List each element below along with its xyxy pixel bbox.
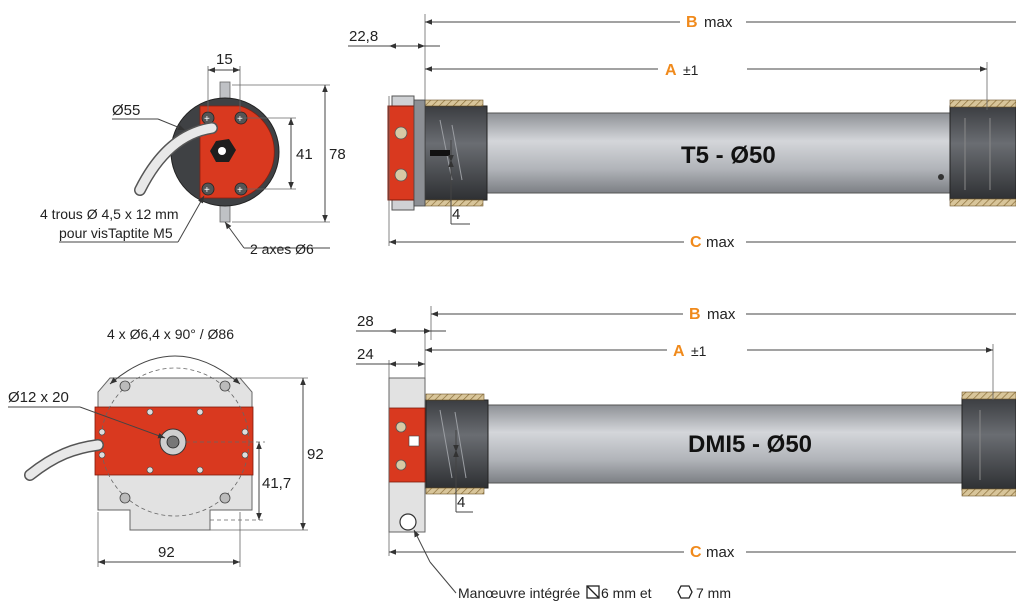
bottom-a-letter: A bbox=[673, 343, 685, 360]
dim-78: 78 bbox=[329, 146, 346, 163]
dim-diameter-55: Ø55 bbox=[112, 102, 140, 119]
top-motor-tube bbox=[461, 112, 955, 194]
svg-text:+: + bbox=[237, 185, 243, 196]
top-c-suffix: max bbox=[706, 234, 735, 251]
svg-text:+: + bbox=[237, 114, 243, 125]
top-motor-end-cap bbox=[949, 105, 1016, 201]
top-motor-title: T5 - Ø50 bbox=[681, 142, 776, 169]
bottom-c-letter: C bbox=[690, 544, 702, 561]
bottom-end-view: 4 x Ø6,4 x 90° / Ø86 Ø12 x 20 92 41,7 92 bbox=[8, 326, 324, 567]
svg-text:+: + bbox=[204, 114, 210, 125]
bottom-a-suffix: ±1 bbox=[691, 343, 707, 359]
svg-text:+: + bbox=[204, 185, 210, 196]
top-motor: T5 - Ø50 22,8 B max A ±1 C max 4 bbox=[348, 14, 1016, 251]
holes-label-line1: 4 trous Ø 4,5 x 12 mm bbox=[40, 206, 179, 222]
bottom-motor-head bbox=[425, 399, 489, 489]
top-c-letter: C bbox=[690, 234, 702, 251]
bottom-c-suffix: max bbox=[706, 544, 735, 561]
dim-41: 41 bbox=[296, 146, 313, 163]
manoeuvre-label-part3: 7 mm bbox=[696, 585, 731, 601]
bottom-b-letter: B bbox=[689, 306, 701, 323]
top-a-letter: A bbox=[665, 62, 677, 79]
square-crossed-icon bbox=[586, 585, 600, 599]
holes-label-line2: pour visTaptite M5 bbox=[59, 225, 173, 241]
dim-92-vertical: 92 bbox=[307, 446, 324, 463]
holes-label-bottom: 4 x Ø6,4 x 90° / Ø86 bbox=[107, 326, 234, 342]
dim-92-horizontal: 92 bbox=[158, 544, 175, 561]
bottom-motor-tube bbox=[477, 404, 967, 484]
bottom-motor-title: DMI5 - Ø50 bbox=[688, 431, 812, 458]
top-a-suffix: ±1 bbox=[683, 62, 699, 78]
dim-24: 24 bbox=[357, 346, 374, 363]
dim-41-7: 41,7 bbox=[262, 475, 291, 492]
shaft-label: Ø12 x 20 bbox=[8, 389, 69, 406]
top-end-view: + + + + 15 Ø55 41 78 4 trous Ø 4,5 x 12 … bbox=[40, 51, 346, 257]
dim-28: 28 bbox=[357, 313, 374, 330]
bottom-motor: DMI5 - Ø50 28 24 B max A ±1 C max bbox=[356, 306, 1016, 601]
bottom-b-suffix: max bbox=[707, 306, 736, 323]
top-dim-4: 4 bbox=[452, 206, 460, 223]
bottom-dim-4: 4 bbox=[457, 494, 465, 511]
top-end-red-face bbox=[199, 105, 275, 199]
top-b-suffix: max bbox=[704, 14, 733, 31]
top-b-letter: B bbox=[686, 14, 698, 31]
hexagon-icon bbox=[677, 585, 693, 599]
manoeuvre-label-part2: 6 mm et bbox=[601, 585, 652, 601]
axes-label: 2 axes Ø6 bbox=[250, 241, 314, 257]
bottom-motor-end-cap bbox=[961, 397, 1016, 491]
dim-15: 15 bbox=[216, 51, 233, 68]
manoeuvre-label-part1: Manœuvre intégrée bbox=[458, 585, 580, 601]
dim-22-8: 22,8 bbox=[349, 28, 378, 45]
